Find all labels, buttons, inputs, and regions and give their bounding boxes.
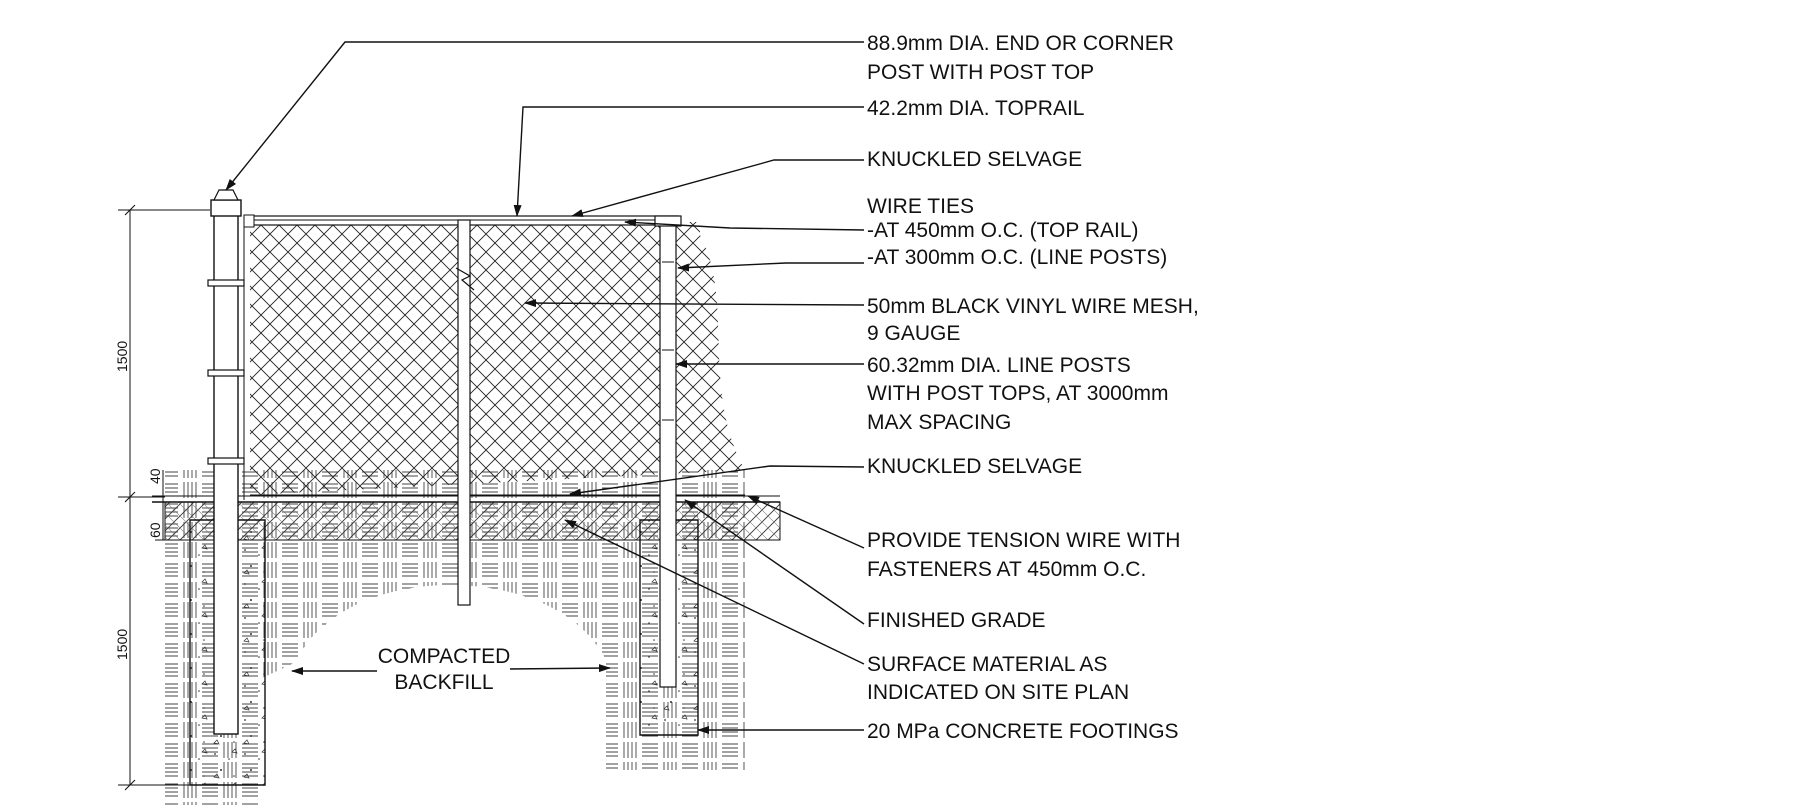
callout-line: SURFACE MATERIAL AS xyxy=(867,653,1107,676)
callout-line: WIRE TIES xyxy=(867,195,974,218)
callout-line: PROVIDE TENSION WIRE WITH xyxy=(867,529,1180,552)
leader-selvage-top xyxy=(571,159,864,217)
callout-backfill: COMPACTED BACKFILL xyxy=(378,642,511,694)
callout-line: FINISHED GRADE xyxy=(867,609,1046,632)
leader-mesh xyxy=(524,299,865,308)
callout-selvage-bottom: KNUCKLED SELVAGE xyxy=(867,455,1082,478)
callout-line: COMPACTED xyxy=(378,645,511,668)
callout-line: -AT 450mm O.C. (TOP RAIL) xyxy=(867,219,1139,242)
callout-wire-ties: WIRE TIES -AT 450mm O.C. (TOP RAIL) -AT … xyxy=(867,195,1167,269)
leader-wire-ties-posts xyxy=(677,262,864,272)
dim-surface-60: 60 xyxy=(147,522,163,538)
leader-wire-ties-rail xyxy=(624,218,865,231)
callout-tension-wire: PROVIDE TENSION WIRE WITH FASTENERS AT 4… xyxy=(867,529,1180,581)
callout-line: FASTENERS AT 450mm O.C. xyxy=(867,558,1146,581)
callout-line: INDICATED ON SITE PLAN xyxy=(867,681,1129,704)
callout-line: MAX SPACING xyxy=(867,411,1011,434)
callout-line-posts: 60.32mm DIA. LINE POSTS WITH POST TOPS, … xyxy=(867,354,1168,434)
leader-selvage-bottom xyxy=(569,465,865,497)
leader-tension-wire xyxy=(747,495,865,549)
callout-line: BACKFILL xyxy=(394,671,493,694)
callout-line: WITH POST TOPS, AT 3000mm xyxy=(867,382,1168,405)
callout-line: KNUCKLED SELVAGE xyxy=(867,148,1082,171)
leader-finished-grade xyxy=(684,499,865,625)
callout-line: 20 MPa CONCRETE FOOTINGS xyxy=(867,720,1179,743)
callout-toprail: 42.2mm DIA. TOPRAIL xyxy=(867,97,1084,120)
callout-line: 50mm BLACK VINYL WIRE MESH, xyxy=(867,295,1199,318)
callout-finished-grade: FINISHED GRADE xyxy=(867,609,1046,632)
callout-footings: 20 MPa CONCRETE FOOTINGS xyxy=(867,720,1179,743)
callout-line: 88.9mm DIA. END OR CORNER xyxy=(867,32,1174,55)
callout-line: -AT 300mm O.C. (LINE POSTS) xyxy=(867,246,1167,269)
dim-footing-depth: 1500 xyxy=(114,629,130,660)
dim-fence-height: 1500 xyxy=(114,341,130,372)
end-post xyxy=(207,189,255,735)
callout-line: KNUCKLED SELVAGE xyxy=(867,455,1082,478)
dimension-lines xyxy=(118,204,210,791)
callout-end-post: 88.9mm DIA. END OR CORNER POST WITH POST… xyxy=(867,32,1174,84)
leader-toprail xyxy=(513,106,864,217)
leader-backfill-right xyxy=(507,664,611,673)
line-post-center xyxy=(455,219,475,606)
callout-selvage-top: KNUCKLED SELVAGE xyxy=(867,148,1082,171)
callout-line: POST WITH POST TOP xyxy=(867,61,1094,84)
callout-line: 9 GAUGE xyxy=(867,322,960,345)
line-post-right xyxy=(654,215,682,688)
leader-lines xyxy=(225,41,865,734)
callout-surface-material: SURFACE MATERIAL AS INDICATED ON SITE PL… xyxy=(867,653,1129,704)
callout-mesh: 50mm BLACK VINYL WIRE MESH, 9 GAUGE xyxy=(867,295,1199,345)
leader-surface-material xyxy=(564,519,865,665)
callout-line: 42.2mm DIA. TOPRAIL xyxy=(867,97,1084,120)
dim-surface-40: 40 xyxy=(147,468,163,484)
callout-line: 60.32mm DIA. LINE POSTS xyxy=(867,354,1131,377)
leader-end-post xyxy=(225,41,864,191)
